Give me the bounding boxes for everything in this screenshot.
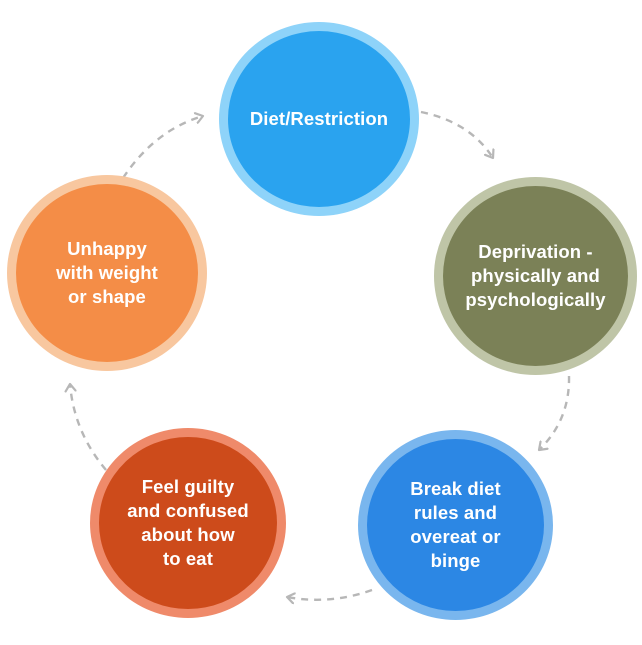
node-unhappy: Unhappy with weight or shape [7, 175, 207, 371]
node-deprivation: Deprivation - physically and psychologic… [434, 177, 637, 375]
node-deprivation-circle: Deprivation - physically and psychologic… [443, 186, 628, 366]
node-diet-restriction: Diet/Restriction [219, 22, 419, 216]
arrow-diet-to-deprivation [420, 110, 493, 158]
arrow-break-to-guilty [287, 588, 373, 600]
node-break-diet-label: Break diet rules and overeat or binge [410, 477, 501, 572]
arrow-unhappy-to-diet [122, 116, 203, 179]
arrow-deprivation-to-break [539, 375, 571, 450]
node-diet-restriction-label: Diet/Restriction [249, 107, 389, 129]
node-break-diet: Break diet rules and overeat or binge [358, 430, 553, 620]
node-unhappy-label: Unhappy with weight or shape [56, 237, 158, 308]
node-feel-guilty-circle: Feel guilty and confused about how to ea… [99, 437, 277, 609]
node-unhappy-circle: Unhappy with weight or shape [16, 184, 198, 362]
node-break-diet-circle: Break diet rules and overeat or binge [367, 439, 544, 611]
node-diet-restriction-circle: Diet/Restriction [228, 31, 410, 207]
node-feel-guilty-label: Feel guilty and confused about how to ea… [127, 475, 249, 570]
node-deprivation-label: Deprivation - physically and psychologic… [465, 240, 606, 311]
node-feel-guilty: Feel guilty and confused about how to ea… [90, 428, 286, 618]
arrow-guilty-to-unhappy [70, 384, 107, 471]
